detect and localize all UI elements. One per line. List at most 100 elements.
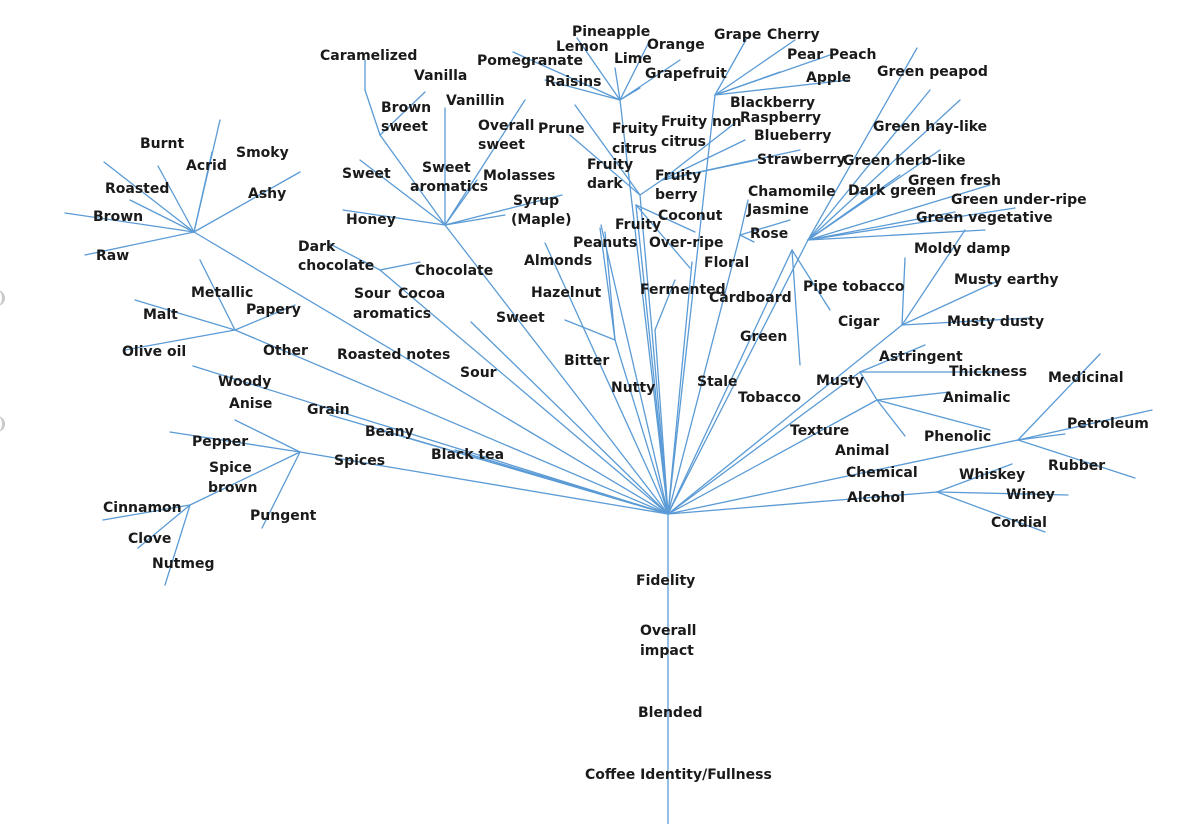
label-prune: Prune: [538, 121, 585, 137]
branch-5: [544, 242, 669, 515]
branch-95: [876, 391, 951, 401]
label-acrid: Acrid: [186, 158, 227, 174]
label-jasmine: Jasmine: [746, 202, 809, 218]
branch-102: [936, 463, 1013, 493]
label-green: Green: [740, 329, 787, 345]
label-fruity-berry-1: Fruity: [655, 168, 701, 184]
branch-9: [667, 261, 693, 515]
label-clove: Clove: [128, 531, 171, 547]
label-blackberry: Blackberry: [730, 95, 815, 111]
label-hazelnut: Hazelnut: [531, 285, 602, 301]
branch-109: [169, 431, 301, 453]
label-ashy: Ashy: [248, 186, 286, 202]
label-green-fresh: Green fresh: [908, 173, 1001, 189]
label-caramelized: Caramelized: [320, 48, 417, 64]
branch-10: [667, 234, 741, 515]
label-tobacco: Tobacco: [738, 390, 801, 406]
branch-49: [599, 227, 616, 341]
branch-42: [379, 134, 446, 226]
label-green-under-ripe: Green under-ripe: [951, 192, 1087, 208]
branch-1: [193, 231, 669, 515]
label-molasses: Molasses: [483, 168, 555, 184]
label-burnt: Burnt: [140, 136, 185, 152]
branch-52: [654, 279, 676, 331]
label-dark-chocolate-2: chocolate: [298, 258, 374, 274]
branch-108: [234, 304, 296, 331]
label-spice-brown-2: brown: [208, 480, 257, 496]
label-nutmeg: Nutmeg: [152, 556, 214, 572]
branch-23: [454, 449, 669, 515]
label-syrup-1: Syrup: [513, 193, 559, 209]
branch-90: [791, 249, 831, 311]
branch-30: [193, 151, 213, 233]
label-cardboard: Cardboard: [709, 290, 792, 306]
label-raisins: Raisins: [545, 74, 601, 90]
label-floral: Floral: [704, 255, 749, 271]
branch-31: [193, 171, 301, 233]
label-spice-brown-1: Spice: [209, 460, 252, 476]
label-fermented: Fermented: [640, 282, 726, 298]
label-cordial: Cordial: [991, 515, 1047, 531]
label-peach: Peach: [829, 47, 876, 63]
label-musty-earthy: Musty earthy: [954, 272, 1059, 288]
branch-111: [261, 451, 301, 529]
branch-75: [739, 219, 791, 236]
label-lime: Lime: [614, 51, 652, 67]
label-raw: Raw: [96, 248, 129, 264]
label-brown: Brown: [93, 209, 143, 225]
label-fruity-non-citrus-1: Fruity non: [661, 114, 742, 130]
label-peanuts: Peanuts: [573, 235, 637, 251]
branch-89: [901, 257, 906, 326]
branch-77: [807, 47, 918, 241]
label-chocolate: Chocolate: [415, 263, 493, 279]
label-pipe-tobacco: Pipe tobacco: [803, 279, 905, 295]
branch-60: [714, 37, 748, 96]
branch-74: [739, 199, 749, 236]
branch-16: [667, 439, 1019, 515]
branch-70: [661, 122, 736, 181]
label-fruity: Fruity: [615, 217, 661, 233]
label-winey: Winey: [1006, 487, 1055, 503]
branch-96: [876, 399, 991, 431]
branch-20: [192, 365, 669, 515]
branch-82: [807, 211, 956, 241]
branch-57: [619, 87, 641, 101]
label-brown-sweet-1: Brown: [381, 100, 431, 116]
label-alcohol: Alcohol: [847, 490, 905, 506]
label-sweet-1: Sweet: [342, 166, 391, 182]
branch-64: [714, 71, 781, 96]
branch-2: [444, 224, 669, 515]
label-musty: Musty: [816, 373, 864, 389]
branch-53: [576, 37, 621, 101]
branch-43: [444, 179, 478, 226]
branch-103: [936, 491, 1069, 496]
label-papery: Papery: [246, 302, 301, 318]
branch-28: [157, 165, 195, 233]
label-pomegranate: Pomegranate: [477, 53, 583, 69]
label-vanillin: Vanillin: [446, 93, 505, 109]
label-brown-sweet-2: sweet: [381, 119, 428, 135]
branch-7: [614, 339, 669, 515]
branch-6: [600, 224, 669, 515]
branch-115: [164, 504, 191, 586]
branch-114: [137, 504, 191, 549]
branch-91: [791, 249, 801, 366]
label-sour: Sour: [460, 365, 497, 381]
label-overall-impact-1: Overall: [640, 623, 696, 639]
branch-17: [667, 491, 938, 515]
label-coconut: Coconut: [658, 208, 723, 224]
label-animal: Animal: [835, 443, 889, 459]
branch-83: [807, 207, 1016, 241]
branch-92: [859, 344, 926, 373]
label-fruity-dark-1: Fruity: [587, 157, 633, 173]
branch-81: [807, 184, 991, 241]
label-strawberry: Strawberry: [757, 152, 846, 168]
label-dark-chocolate-1: Dark: [298, 239, 336, 255]
tree-branches: [64, 37, 1153, 824]
label-fruity-citrus-2: citrus: [612, 141, 657, 157]
label-syrup-2: (Maple): [511, 212, 572, 228]
branch-94: [859, 371, 878, 401]
label-phenolic: Phenolic: [924, 429, 991, 445]
label-overall-sweet-2: sweet: [478, 137, 525, 153]
